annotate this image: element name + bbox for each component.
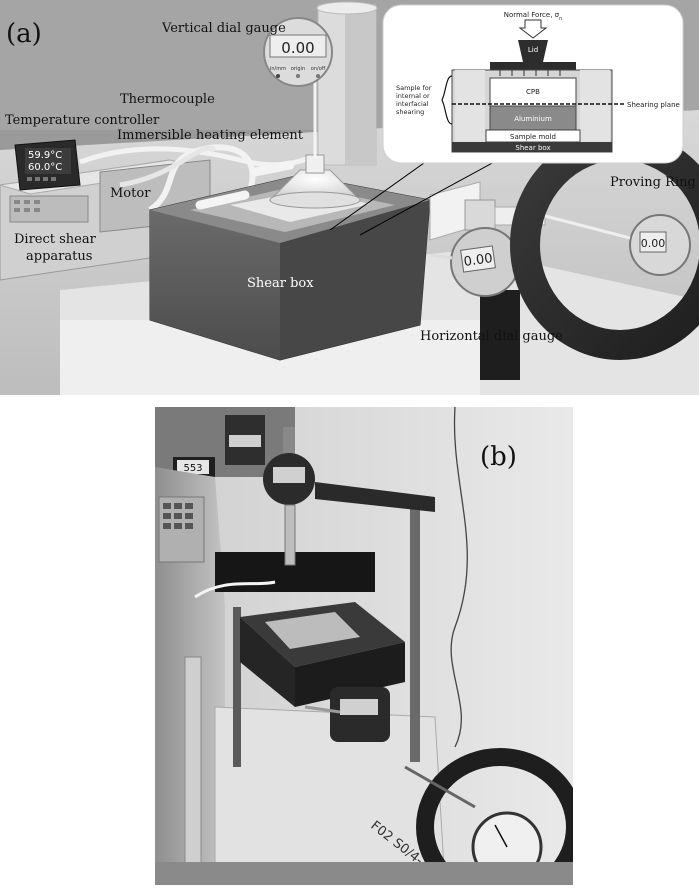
inset-sample-label-2: internal or	[396, 92, 430, 100]
ring-gauge-reading: 0.00	[641, 237, 666, 250]
label-proving-ring: Proving Ring	[610, 175, 696, 190]
label-motor: Motor	[110, 186, 151, 201]
inset-shear-box-label: Shear box	[515, 144, 550, 152]
heating-element-right	[250, 160, 295, 177]
vertical-gauge-btn-3: on/off	[311, 66, 326, 72]
inset-cpb-label: CPB	[526, 88, 540, 96]
vertical-gauge-reading: 0.00	[281, 39, 314, 57]
horizontal-gauge-reading: 0.00	[463, 251, 494, 270]
inset-sample-brace	[441, 75, 453, 125]
inset-schematic: Normal Force, σn Lid CPB Aluminium Sampl…	[382, 4, 684, 164]
photo-right-column	[410, 502, 420, 762]
inset-aluminium	[489, 105, 577, 131]
label-vertical-dial-gauge: Vertical dial gauge	[161, 21, 286, 36]
normal-force-arrow	[518, 19, 548, 39]
inset-sample-label-4: shearing	[396, 108, 424, 116]
photo-left-column	[233, 607, 241, 767]
apparatus-rendering: 59.9°C 60.0°C 0.00 in/mm origin on/off 0…	[0, 0, 699, 395]
vertical-gauge-btn-2: origin	[291, 66, 305, 72]
label-direct-shear-2: apparatus	[26, 249, 92, 264]
inset-normal-force: Normal Force, σn	[504, 11, 563, 22]
panel-a-label: (a)	[6, 19, 42, 49]
inset-aluminium-label: Aluminium	[514, 115, 552, 123]
temp-display-line1: 59.9°C	[28, 150, 62, 161]
inset-lid	[518, 40, 548, 62]
label-direct-shear-1: Direct shear	[14, 232, 97, 247]
panel-b-photo: 553 F02 S0/4- 0000 (b)	[155, 406, 584, 889]
panel-a-rendering: 59.9°C 60.0°C 0.00 in/mm origin on/off 0…	[0, 0, 699, 395]
inset-sample-label-1: Sample for	[396, 84, 432, 92]
label-temperature-controller: Temperature controller	[5, 113, 160, 128]
temp-display-line2: 60.0°C	[28, 162, 62, 173]
inset-sample-label-3: interfacial	[396, 100, 429, 108]
inset-cpb	[489, 77, 577, 107]
label-immersible-heating-element: Immersible heating element	[117, 128, 304, 143]
panel-b-label: (b)	[480, 442, 517, 472]
inset-sample-mold-label: Sample mold	[510, 133, 556, 141]
photo-controller-reading: 553	[183, 463, 202, 474]
horizontal-gauge-post	[480, 290, 520, 380]
label-horizontal-dial-gauge: Horizontal dial gauge	[420, 329, 563, 344]
heating-element-left	[195, 190, 250, 210]
inset-lid-label: Lid	[528, 46, 538, 54]
inset-shearing-plane-label: Shearing plane	[627, 101, 680, 109]
vertical-gauge-btn-1: in/mm	[270, 66, 286, 72]
photo-gauge-arm	[315, 482, 435, 512]
label-shear-box: Shear box	[247, 276, 314, 291]
label-thermocouple: Thermocouple	[120, 92, 215, 107]
apparatus-photo: 553 F02 S0/4- 0000 (b)	[155, 406, 584, 889]
